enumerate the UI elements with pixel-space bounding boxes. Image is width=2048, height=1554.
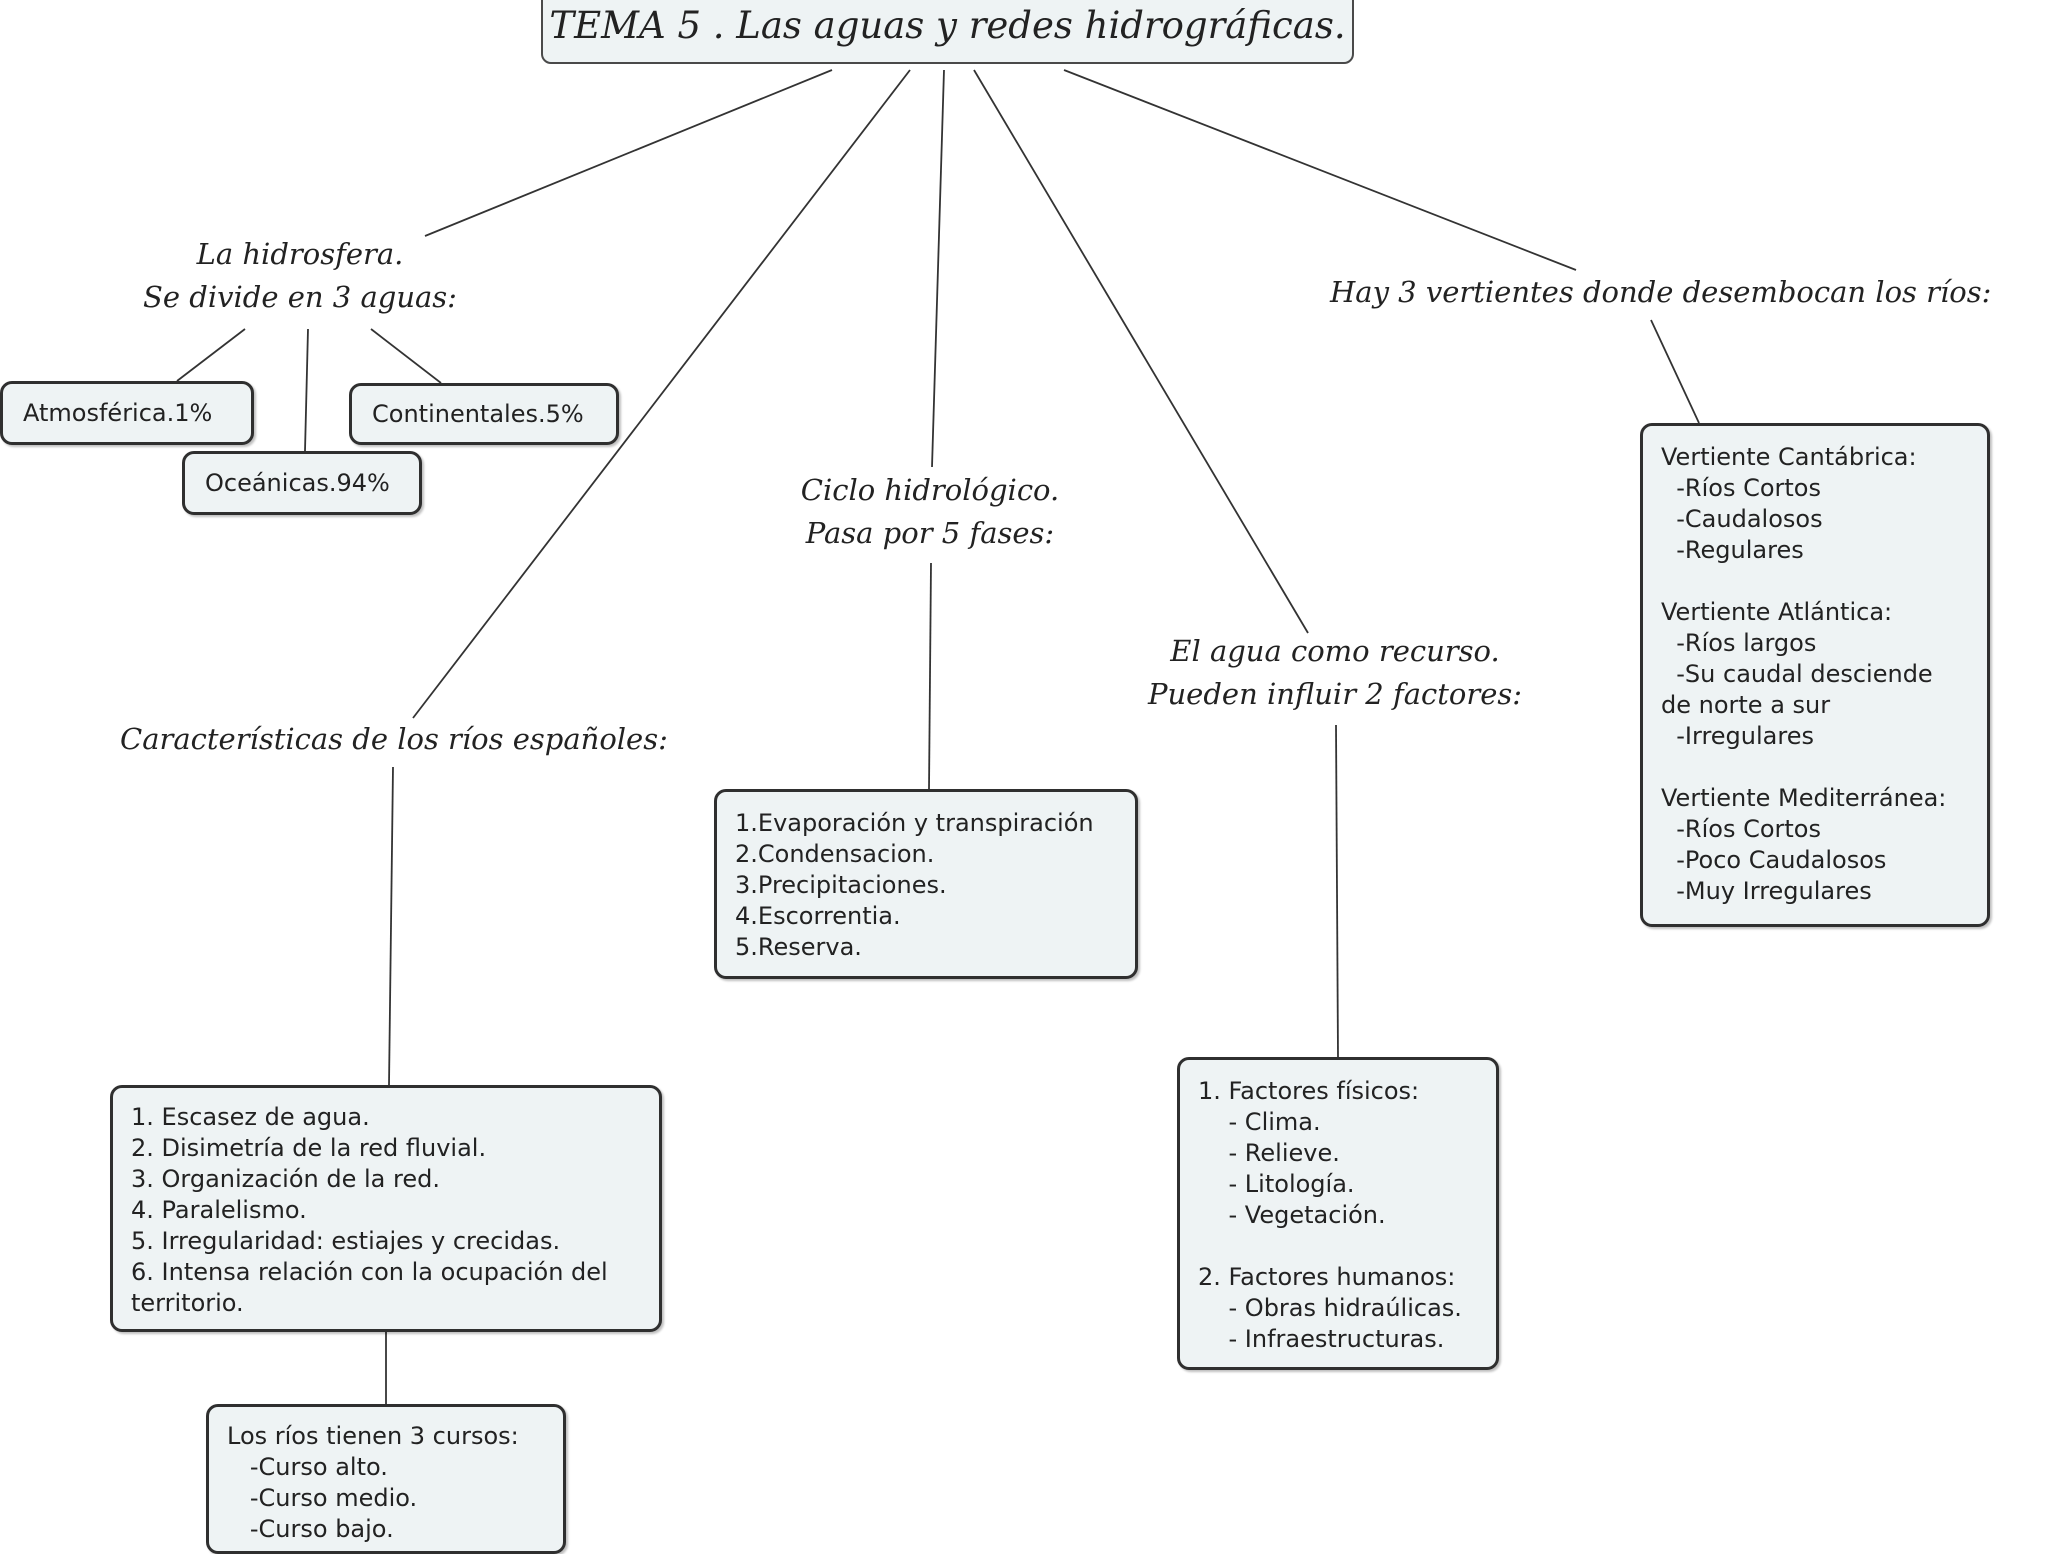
continentales-text: Continentales.5% [372,399,584,428]
vertientes-item: -Caudalosos [1661,505,1823,533]
ciclo-label: Ciclo hidrológico. Pasa por 5 fases: [760,469,1100,555]
ciclo-box: 1.Evaporación y transpiración 2.Condensa… [714,789,1138,979]
vertientes-item: Vertiente Atlántica: [1661,598,1893,626]
cursos-item: -Curso alto. [227,1453,388,1481]
caracteristicas-item: territorio. [131,1289,244,1317]
connector-hidrosfera-atmosferica [176,328,246,382]
connector-title-caracteristicas [412,69,911,719]
atmosferica-text: Atmosférica.1% [23,398,213,427]
connector-hidrosfera-oceanicas [304,328,309,452]
recurso-item: 1. Factores físicos: [1198,1077,1420,1105]
continentales-box: Continentales.5% [349,383,619,445]
cursos-box: Los ríos tienen 3 cursos: -Curso alto. -… [206,1404,566,1554]
recurso-label: El agua como recurso. Pueden influir 2 f… [1130,630,1540,716]
connector-title-hidrosfera [424,69,833,237]
hidrosfera-label: La hidrosfera. Se divide en 3 aguas: [140,233,460,319]
vertientes-label-line: Hay 3 vertientes donde desembocan los rí… [1330,275,1992,309]
recurso-item: 2. Factores humanos: [1198,1263,1456,1291]
caracteristicas-label-line: Características de los ríos españoles: [120,722,668,756]
vertientes-item: -Su caudal desciende [1661,660,1933,688]
vertientes-item [1661,566,1969,597]
vertientes-item [1661,752,1969,783]
recurso-label-line-1: El agua como recurso. [1170,634,1500,668]
recurso-item [1198,1231,1478,1262]
vertientes-item: -Irregulares [1661,722,1814,750]
ciclo-label-line-2: Pasa por 5 fases: [805,516,1055,550]
connector-title-recurso [973,69,1309,634]
recurso-item: - Infraestructuras. [1198,1325,1445,1353]
caracteristicas-box: 1. Escasez de agua. 2. Disimetría de la … [110,1085,662,1332]
vertientes-label: Hay 3 vertientes donde desembocan los rí… [1330,271,1992,314]
oceanicas-box: Oceánicas.94% [182,451,422,515]
vertientes-item: Vertiente Cantábrica: [1661,443,1917,471]
vertientes-item: -Regulares [1661,536,1804,564]
vertientes-item: Vertiente Mediterránea: [1661,784,1947,812]
vertientes-item: de norte a sur [1661,691,1831,719]
connector-caracteristicas-box [388,766,394,1086]
ciclo-item: 2.Condensacion. [735,840,935,868]
map-title-text: TEMA 5 . Las aguas y redes hidrográficas… [549,4,1346,47]
ciclo-item: 5.Reserva. [735,933,862,961]
vertientes-item: -Muy Irregulares [1661,877,1872,905]
recurso-item: - Relieve. [1198,1139,1340,1167]
map-title: TEMA 5 . Las aguas y redes hidrográficas… [541,0,1354,64]
caracteristicas-item: 4. Paralelismo. [131,1196,307,1224]
recurso-item: - Clima. [1198,1108,1321,1136]
cursos-item: -Curso medio. [227,1484,418,1512]
vertientes-box: Vertiente Cantábrica: -Ríos Cortos -Caud… [1640,423,1990,927]
connector-hidrosfera-continentales [370,328,442,384]
atmosferica-box: Atmosférica.1% [0,381,254,445]
vertientes-item: -Ríos Cortos [1661,474,1821,502]
caracteristicas-label: Características de los ríos españoles: [120,718,668,761]
connector-ciclo-box [928,562,932,790]
recurso-label-line-2: Pueden influir 2 factores: [1147,677,1523,711]
hidrosfera-label-line-2: Se divide en 3 aguas: [143,280,457,314]
caracteristicas-item: 1. Escasez de agua. [131,1103,370,1131]
caracteristicas-item: 3. Organización de la red. [131,1165,440,1193]
connector-recurso-box [1335,724,1339,1058]
connector-title-vertientes [1063,69,1577,271]
ciclo-label-line-1: Ciclo hidrológico. [800,473,1060,507]
cursos-item: Los ríos tienen 3 cursos: [227,1422,519,1450]
connector-vertientes-box [1650,319,1700,424]
recurso-item: - Obras hidraúlicas. [1198,1294,1462,1322]
vertientes-item: -Poco Caudalosos [1661,846,1887,874]
ciclo-item: 3.Precipitaciones. [735,871,947,899]
recurso-item: - Vegetación. [1198,1201,1386,1229]
caracteristicas-item: 2. Disimetría de la red fluvial. [131,1134,487,1162]
ciclo-item: 4.Escorrentia. [735,902,901,930]
connector-title-ciclo [931,69,945,468]
hidrosfera-label-line-1: La hidrosfera. [196,237,404,271]
caracteristicas-item: 5. Irregularidad: estiajes y crecidas. [131,1227,561,1255]
ciclo-item: 1.Evaporación y transpiración [735,809,1094,837]
cursos-item: -Curso bajo. [227,1515,394,1543]
vertientes-item: -Ríos largos [1661,629,1817,657]
vertientes-item: -Ríos Cortos [1661,815,1821,843]
oceanicas-text: Oceánicas.94% [205,468,390,497]
recurso-item: - Litología. [1198,1170,1355,1198]
caracteristicas-item: 6. Intensa relación con la ocupación del [131,1258,608,1286]
recurso-box: 1. Factores físicos: - Clima. - Relieve.… [1177,1057,1499,1370]
